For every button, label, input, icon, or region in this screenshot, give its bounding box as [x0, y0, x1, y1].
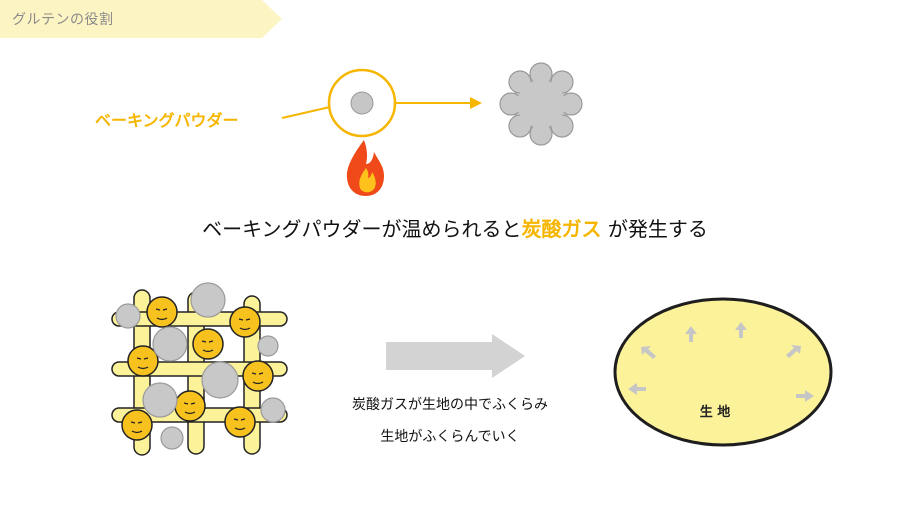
headline: ベーキングパウダーが温められると炭酸ガス が発生する: [0, 213, 910, 242]
pointer-line: [281, 106, 331, 119]
flame-icon: [346, 140, 384, 196]
caption-line-1: 炭酸ガスが生地の中でふくらみ: [352, 397, 548, 413]
powder-particle: [350, 91, 374, 115]
baking-powder-diagram: [281, 62, 583, 196]
dough-label: 生 地: [699, 405, 731, 420]
title-tab: [0, 0, 282, 38]
page-title: グルテンの役割: [12, 12, 114, 28]
caption-line-2: 生地がふくらんでいく: [380, 429, 520, 445]
headline-main: ベーキングパウダーが温められると: [202, 217, 522, 241]
baking-powder-label: ベーキングパウダー: [95, 111, 239, 130]
headline-tail: が発生する: [601, 217, 708, 241]
dough-shape: [613, 297, 833, 447]
gas-cloud-icon: [499, 62, 583, 146]
expand-arrow-icon: [628, 322, 814, 402]
headline-highlight: 炭酸ガス: [521, 217, 602, 241]
